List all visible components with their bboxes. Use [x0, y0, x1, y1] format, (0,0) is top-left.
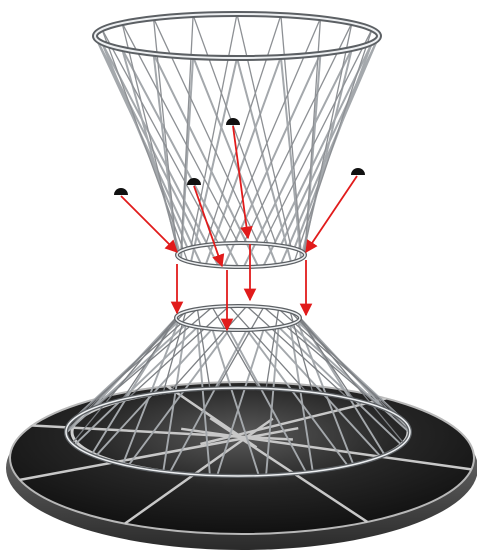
upper-rod — [281, 36, 379, 264]
circular-base-platform — [6, 382, 477, 550]
dome-marker — [187, 178, 201, 185]
upper-rod — [206, 57, 281, 265]
upper-rod — [95, 36, 201, 264]
upper-rod — [102, 29, 219, 244]
upper-rod — [303, 23, 352, 258]
dome-marker — [114, 188, 128, 195]
base-disc — [10, 382, 474, 534]
upper-hyperboloid-wire-frame — [95, 14, 379, 267]
upper-rod — [95, 36, 201, 246]
upper-rod — [191, 58, 237, 262]
upper-rod — [181, 57, 193, 259]
upper-top-ring-highlight — [95, 14, 379, 58]
upper-rod — [191, 14, 237, 248]
lower-top-ring-highlight — [176, 306, 300, 330]
upper-rod — [294, 29, 372, 261]
upper-rod — [122, 49, 238, 267]
dome-marker — [351, 168, 365, 175]
dome-marker — [226, 118, 240, 125]
